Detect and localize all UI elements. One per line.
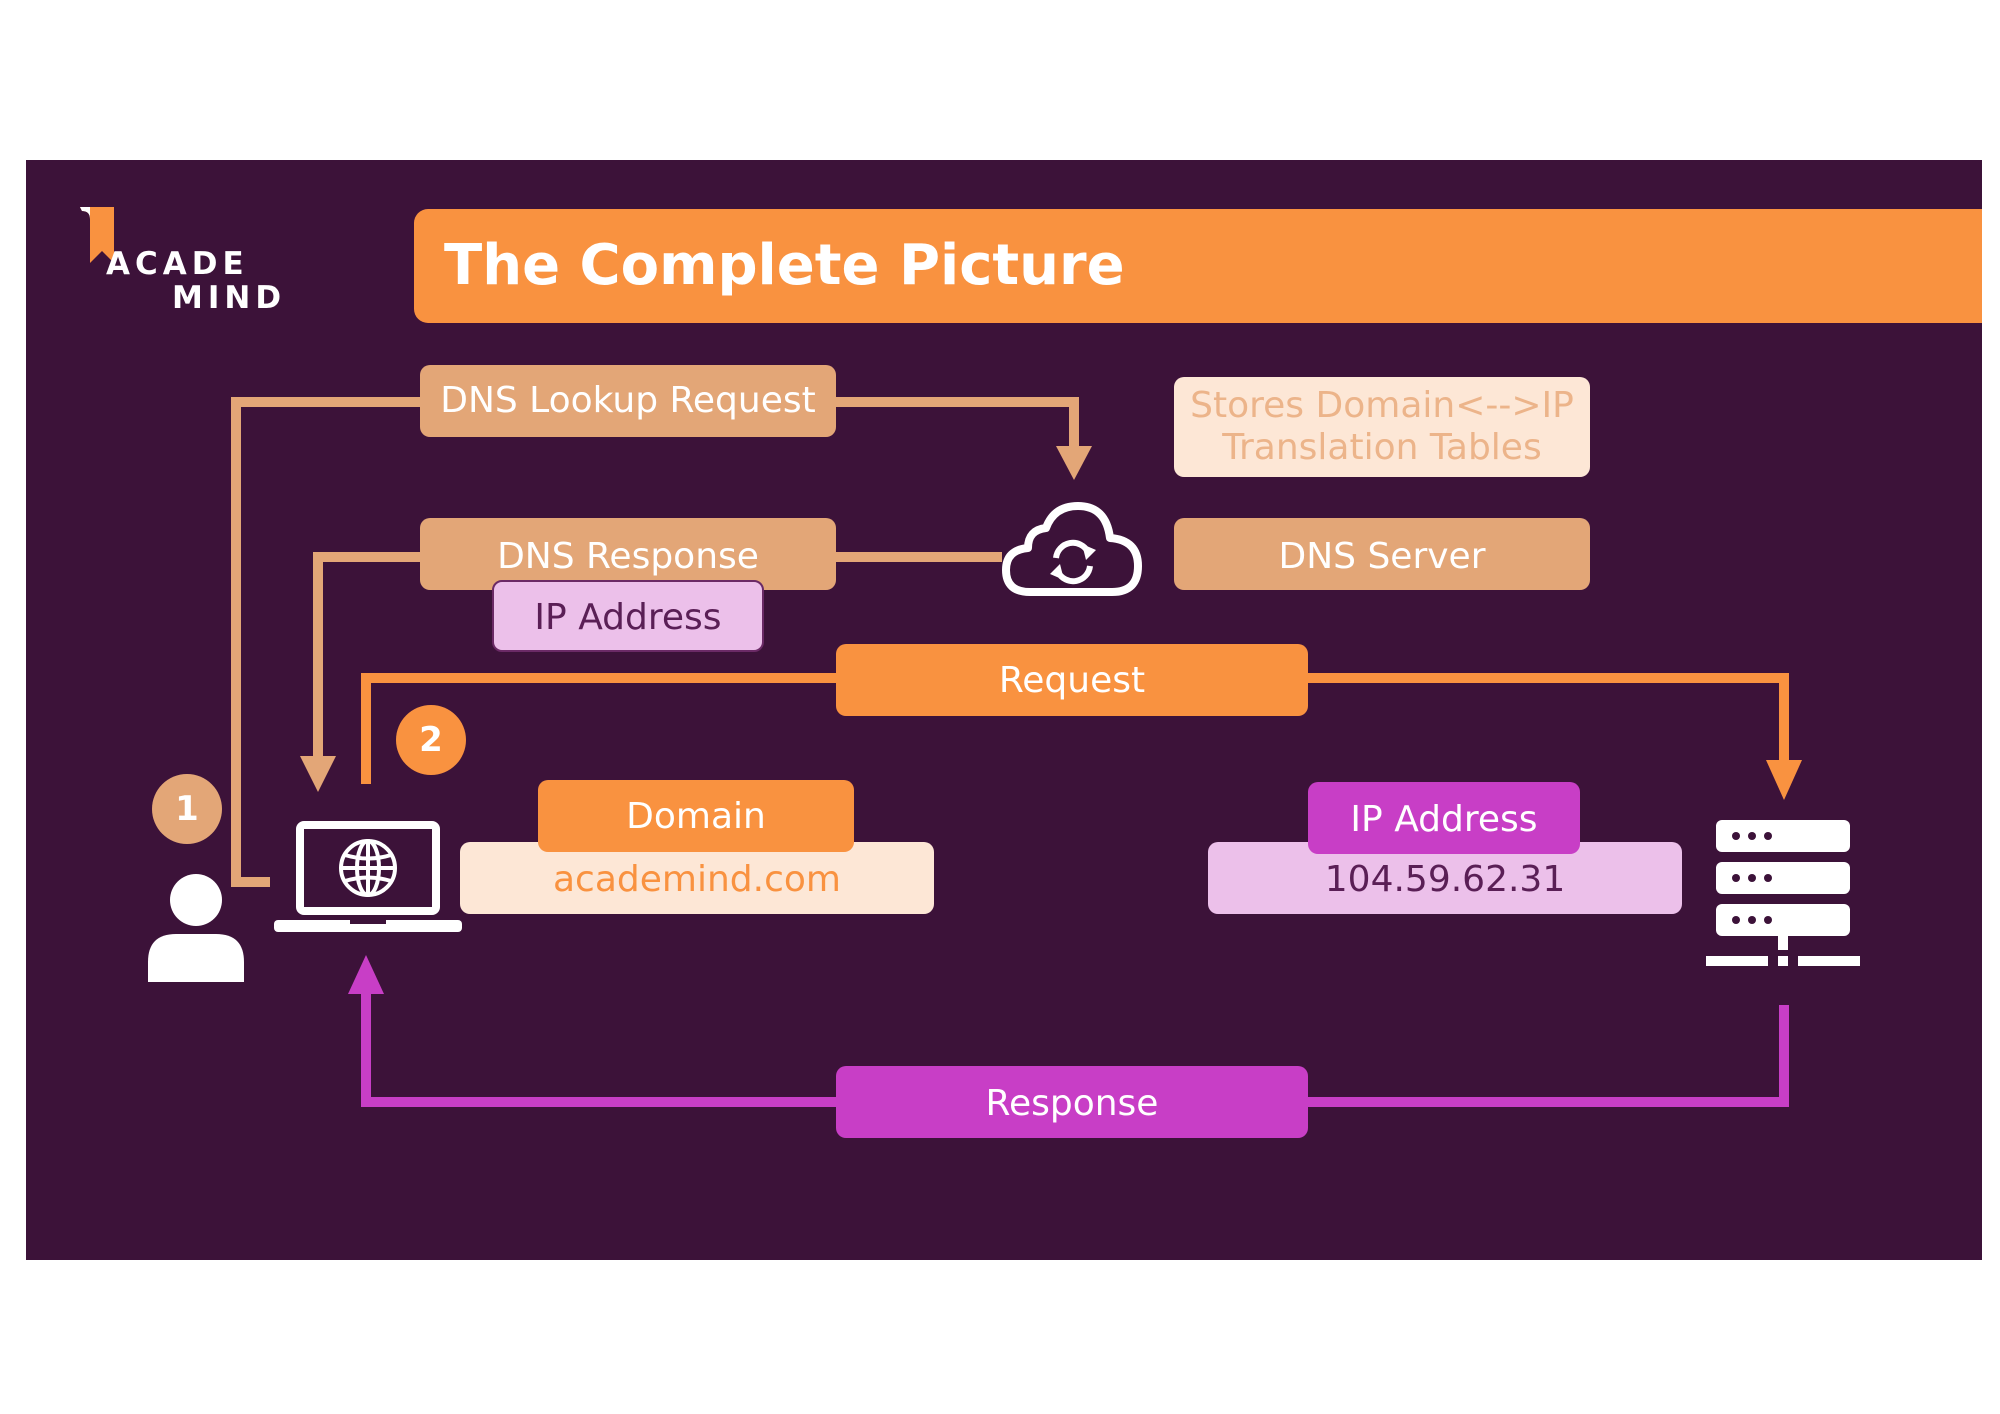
dns-lookup-request-label: DNS Lookup Request [420,365,836,437]
server-icon [1706,820,1860,966]
stores-line-2: Translation Tables [1222,427,1542,468]
logo-line-1: ACADE [106,246,249,282]
title-bar: The Complete Picture [414,209,1982,323]
cloud-sync-icon [1002,502,1142,596]
page-title: The Complete Picture [444,233,1125,298]
dns-response-label: DNS Response [420,518,836,590]
stores-line-1: Stores Domain<-->IP [1190,385,1574,426]
stores-tables-note: Stores Domain<-->IP Translation Tables [1174,377,1590,477]
request-label: Request [836,644,1308,716]
dns-lookup-arrowhead [1056,446,1092,480]
step-2-badge: 2 [396,705,466,775]
dns-response-ip-label: IP Address [492,580,764,652]
ip-address-label: IP Address [1308,782,1580,854]
ip-address-value: 104.59.62.31 [1208,842,1682,914]
user-icon [148,874,244,982]
dns-lookup-line [231,397,1079,887]
step-1-badge: 1 [152,774,222,844]
domain-value: academind.com [460,842,934,914]
dns-server-label: DNS Server [1174,518,1590,590]
logo-line-2: MIND [172,280,287,316]
laptop-globe-icon [274,821,462,932]
logo-bookmark-icon [80,207,114,263]
domain-label: Domain [538,780,854,852]
response-label: Response [836,1066,1308,1138]
dns-response-arrowhead [300,756,336,792]
slide: ACADE MIND The Complete Picture DNS Look… [26,160,1982,1260]
response-arrowhead [348,955,384,994]
request-arrowhead [1766,760,1802,800]
